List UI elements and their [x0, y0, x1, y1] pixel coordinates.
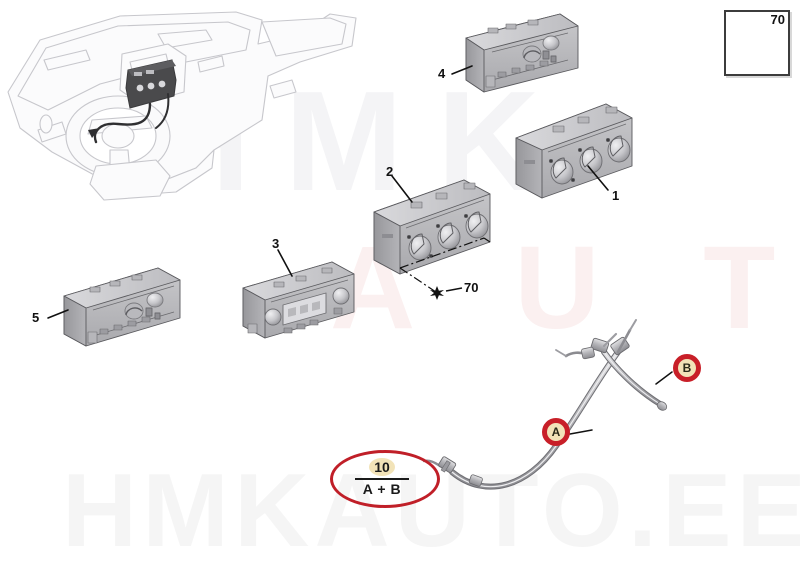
- dashboard-illustration: [7, 11, 357, 201]
- part-label-1: 1: [612, 188, 620, 203]
- cable-a-upper-fitting: [610, 319, 637, 356]
- quantity-callout-numerator: 10: [369, 458, 395, 476]
- part-5-control-panel: [63, 267, 181, 347]
- cable-a-end-fitting: [438, 456, 457, 474]
- part-1-control-panel: [515, 103, 633, 199]
- dashboard-highlighted-unit: [88, 59, 177, 144]
- quantity-callout-rule: [355, 478, 409, 480]
- screw-detail-number: 70: [770, 12, 785, 27]
- part-4-control-panel: [465, 13, 579, 93]
- part-2-control-panel: [373, 179, 491, 275]
- cable-marker-b: B: [673, 354, 701, 382]
- cable-a-clip: [468, 474, 483, 487]
- cable-b-bracket: [590, 332, 618, 354]
- quantity-callout-ellipse: [330, 450, 440, 508]
- quantity-callout-denominator: A + B: [362, 481, 402, 497]
- quantity-callout: 10 A + B: [353, 458, 411, 497]
- leader-lines: [47, 65, 609, 319]
- screw-detail-box: 70: [724, 10, 790, 76]
- cable-lever-arm: [555, 346, 595, 360]
- star-marker: [430, 286, 444, 300]
- cable-marker-a: A: [542, 418, 570, 446]
- screw-position-leader: [399, 237, 491, 300]
- part-label-4: 4: [438, 66, 446, 81]
- part-label-5: 5: [32, 310, 40, 325]
- part-label-2: 2: [386, 164, 394, 179]
- part-label-3: 3: [272, 236, 280, 251]
- cable-assembly: [422, 319, 673, 490]
- part-3-control-panel: [242, 261, 355, 339]
- fastener-callout-label: 70: [464, 280, 479, 295]
